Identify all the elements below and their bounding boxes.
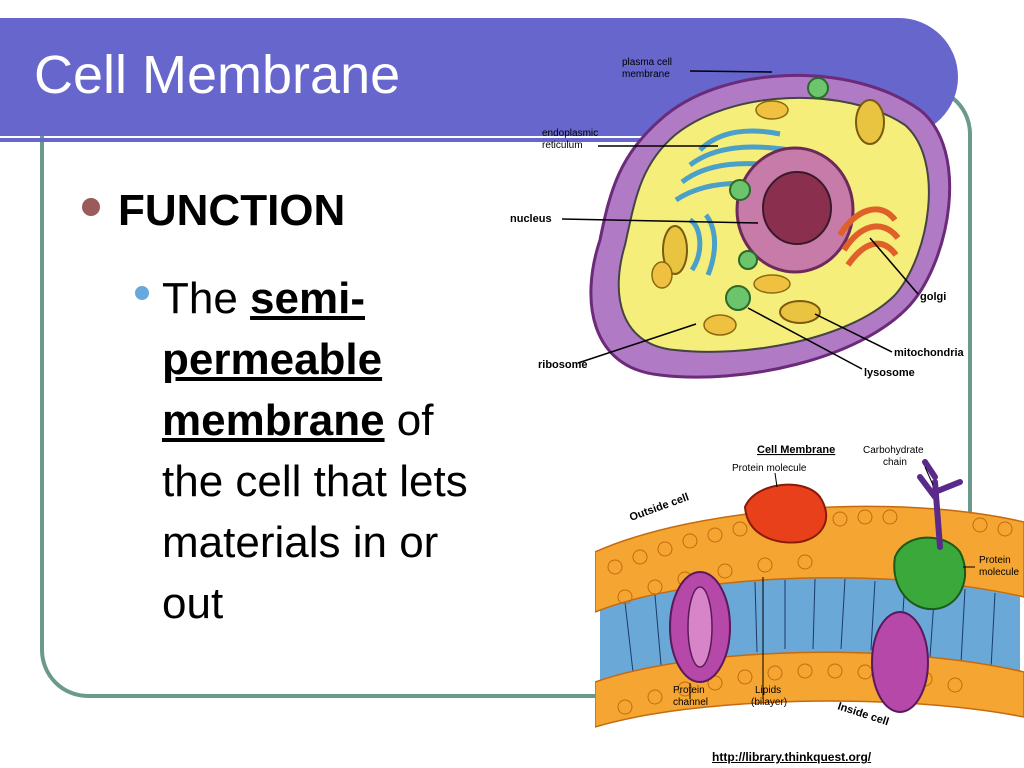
label-carbohydrate-2: chain	[883, 457, 907, 468]
carbohydrate-chain	[917, 459, 963, 550]
lysosome	[738, 250, 758, 270]
label-protein-channel-2: channel	[673, 697, 708, 708]
label-mitochondria: mitochondria	[894, 347, 965, 359]
label-ribosome: ribosome	[538, 359, 588, 371]
lipid-head-dots	[607, 509, 1013, 715]
label-protein-channel-1: Protein	[673, 685, 705, 696]
label-lysosome: lysosome	[864, 367, 915, 379]
description-key-term: semi-permeable membrane	[162, 274, 385, 445]
vesicle	[755, 100, 789, 120]
cell-membrane-diagram: Cell Membrane Protein molecule Carbohydr…	[595, 444, 1024, 728]
label-protein-molecule-right-2: molecule	[979, 567, 1019, 578]
leader-lines	[561, 70, 919, 370]
description-rest: of the cell that lets materials in or ou…	[162, 396, 468, 628]
label-lipids-2: (bilayer)	[751, 697, 787, 708]
label-outside-cell: Outside cell	[628, 491, 691, 524]
lysosome	[807, 77, 829, 99]
bullet-dot-level2	[135, 286, 149, 300]
function-heading: FUNCTION	[118, 186, 346, 235]
animal-cell-diagram: plasma cell membrane endoplasmic reticul…	[510, 57, 965, 379]
label-protein-molecule-right-1: Protein	[979, 555, 1011, 566]
vesicle	[651, 261, 673, 289]
protein-channel-inner	[687, 586, 713, 668]
vesicle	[703, 314, 737, 336]
label-nucleus: nucleus	[510, 213, 552, 225]
protein-molecule-green	[893, 536, 967, 611]
golgi-apparatus	[837, 206, 901, 267]
label-lipids-1: Lipids	[755, 685, 781, 696]
label-er-1: endoplasmic	[542, 128, 598, 139]
lysosome	[729, 179, 751, 201]
source-url: http://library.thinkquest.org/	[712, 750, 872, 764]
mitochondrion	[779, 300, 821, 324]
vesicle	[753, 274, 791, 294]
function-description: The semi-permeable membrane of the cell …	[162, 268, 492, 634]
membrane-leader-lines	[689, 466, 975, 699]
title-underline	[0, 138, 720, 142]
lysosome	[725, 285, 751, 311]
label-er-2: reticulum	[542, 140, 583, 151]
label-carbohydrate-1: Carbohydrate	[863, 445, 924, 456]
mitochondrion	[855, 99, 885, 145]
membrane-title: Cell Membrane	[757, 444, 835, 456]
description-intro: The	[162, 274, 251, 323]
label-plasma-membrane-2: membrane	[622, 69, 670, 80]
label-golgi: golgi	[920, 291, 946, 303]
protein-channel	[871, 611, 929, 713]
slide-title: Cell Membrane	[34, 45, 401, 105]
nucleolus	[762, 171, 832, 245]
mitochondrion	[662, 225, 688, 275]
label-inside-cell: Inside cell	[836, 700, 890, 728]
bullet-dot-level1	[82, 198, 100, 216]
label-plasma-membrane-1: plasma cell	[622, 57, 672, 68]
label-protein-molecule-top: Protein molecule	[732, 463, 807, 474]
